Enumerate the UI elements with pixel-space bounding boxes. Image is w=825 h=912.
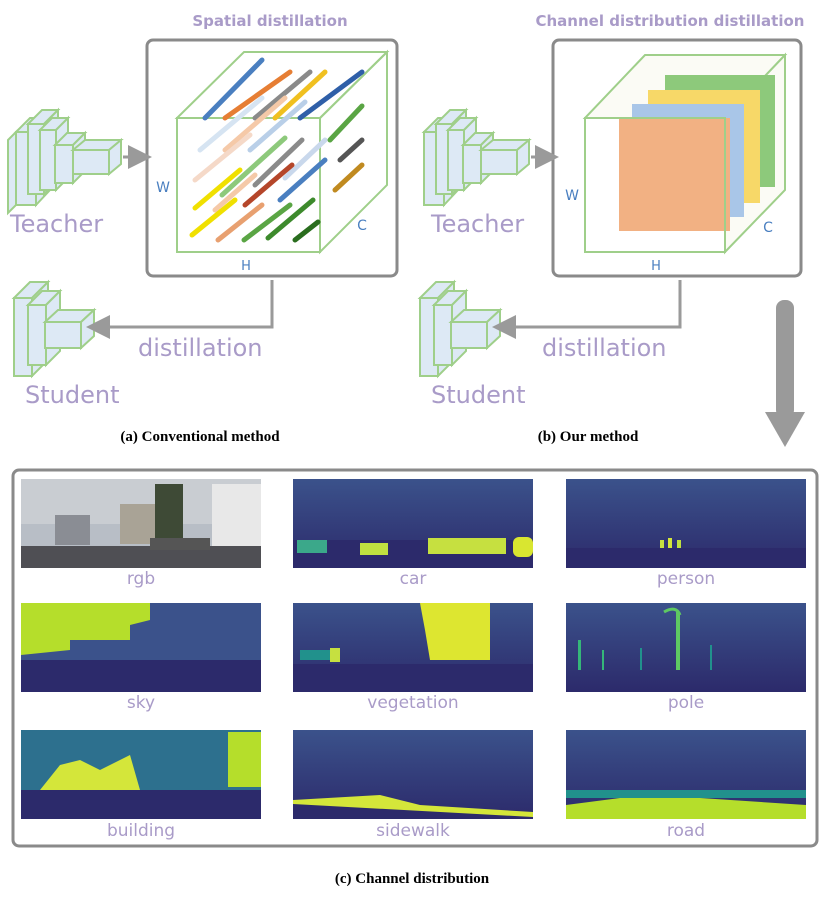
teacher-network-b bbox=[421, 107, 532, 208]
label-vegetation: vegetation bbox=[367, 693, 458, 713]
distill-arrow-b bbox=[492, 280, 682, 339]
map-rgb bbox=[21, 479, 261, 568]
map-sky bbox=[21, 603, 261, 692]
channel-orange bbox=[619, 118, 730, 231]
student-label-b: Student bbox=[431, 381, 525, 409]
map-sidewalk bbox=[293, 730, 533, 819]
label-pole: pole bbox=[668, 693, 704, 713]
map-person bbox=[566, 479, 806, 568]
map-car bbox=[293, 479, 533, 568]
panel-a: Spatial distillation bbox=[7, 12, 399, 445]
axis-h-a: H bbox=[241, 259, 251, 274]
distill-arrow-a bbox=[86, 280, 274, 339]
teacher-label-a: Teacher bbox=[9, 210, 103, 238]
axis-c-b: C bbox=[763, 220, 773, 236]
label-sidewalk: sidewalk bbox=[376, 821, 450, 841]
map-vegetation bbox=[293, 603, 533, 692]
label-person: person bbox=[657, 569, 715, 589]
caption-b: (b) Our method bbox=[538, 429, 639, 445]
axis-w-a: W bbox=[156, 180, 170, 196]
axis-c-a: C bbox=[357, 218, 367, 234]
student-network-b bbox=[417, 279, 503, 379]
feature-cube-a bbox=[174, 49, 390, 255]
teacher-network-a bbox=[7, 107, 124, 216]
spatial-strokes bbox=[189, 57, 365, 243]
label-car: car bbox=[400, 569, 427, 589]
student-network-a bbox=[11, 279, 97, 379]
panel-b-title: Channel distribution distillation bbox=[536, 12, 805, 30]
caption-a: (a) Conventional method bbox=[120, 429, 280, 445]
axis-w-b: W bbox=[565, 188, 579, 204]
student-label-a: Student bbox=[25, 381, 119, 409]
panel-c: rgb car person sky vegetation pole bbox=[11, 468, 819, 887]
axis-h-b: H bbox=[651, 259, 661, 274]
label-road: road bbox=[667, 821, 705, 841]
teacher-label-b: Teacher bbox=[430, 210, 524, 238]
distill-label-b: distillation bbox=[542, 334, 667, 362]
down-arrow bbox=[765, 300, 805, 447]
label-rgb: rgb bbox=[127, 569, 155, 589]
label-sky: sky bbox=[127, 693, 155, 713]
feature-cube-b bbox=[582, 52, 788, 255]
distill-label-a: distillation bbox=[138, 334, 263, 362]
map-road bbox=[566, 730, 806, 819]
map-building bbox=[21, 730, 261, 819]
panel-b: Channel distribution distillation W H C bbox=[417, 12, 805, 447]
map-pole bbox=[566, 603, 806, 692]
panel-a-title: Spatial distillation bbox=[192, 12, 347, 30]
label-building: building bbox=[107, 821, 175, 841]
caption-c: (c) Channel distribution bbox=[335, 871, 490, 887]
